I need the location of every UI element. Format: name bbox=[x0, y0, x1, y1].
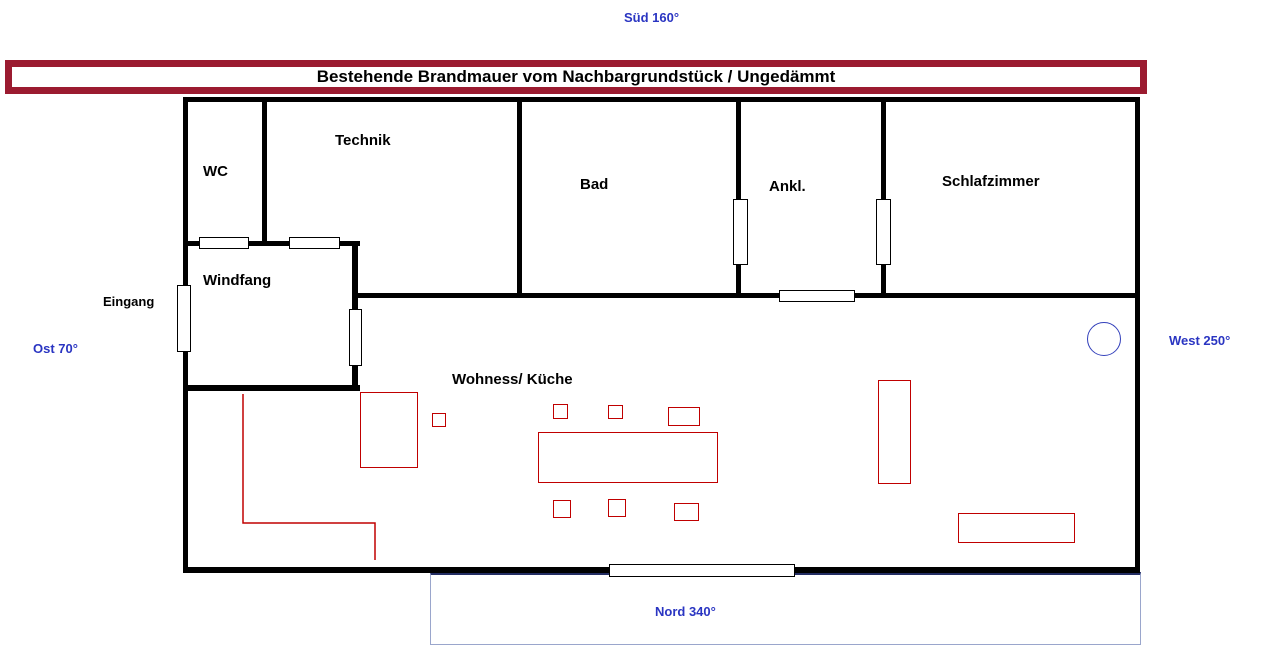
window-windfang-top-left bbox=[199, 237, 249, 249]
furniture-chair-top-3 bbox=[668, 407, 700, 426]
wall-rooms-living-divider bbox=[352, 293, 1140, 298]
door-ankl-schlafzimmer bbox=[876, 199, 891, 265]
wall-windfang-top bbox=[183, 241, 360, 246]
outer-wall-top bbox=[183, 97, 1140, 102]
window-south-wall bbox=[609, 564, 795, 577]
furniture-tall-cabinet bbox=[878, 380, 911, 484]
outer-wall-right bbox=[1135, 97, 1140, 573]
door-bad-ankl bbox=[733, 199, 748, 265]
room-label-bad: Bad bbox=[580, 176, 609, 193]
wall-technik-bad bbox=[517, 97, 522, 298]
compass-west-label: West 250° bbox=[1169, 333, 1231, 348]
room-label-windfang: Windfang bbox=[203, 272, 272, 289]
wall-windfang-bottom bbox=[183, 385, 360, 391]
door-windfang-right bbox=[349, 309, 362, 366]
wall-wc-technik bbox=[262, 97, 267, 246]
room-label-schlafzimmer: Schlafzimmer bbox=[942, 173, 1040, 190]
kitchen-counter-outline bbox=[242, 394, 376, 560]
compass-sued-label: Süd 160° bbox=[624, 10, 680, 25]
compass-nord-label: Nord 340° bbox=[655, 604, 716, 619]
firewall-banner: Bestehende Brandmauer vom Nachbargrundst… bbox=[5, 60, 1147, 94]
furniture-chair-bottom-2 bbox=[608, 499, 626, 517]
window-ankl-bottom bbox=[779, 290, 855, 302]
eingang-label: Eingang bbox=[103, 294, 155, 309]
room-label-wc: WC bbox=[203, 163, 228, 180]
room-label-wohnkueche: Wohness/ Küche bbox=[452, 371, 573, 388]
furniture-kitchen-cabinet bbox=[360, 392, 418, 468]
furniture-chair-bottom-1 bbox=[553, 500, 571, 518]
kitchen-counter-polyline bbox=[242, 394, 376, 560]
furniture-chair-top-2 bbox=[608, 405, 623, 419]
furniture-sideboard bbox=[958, 513, 1075, 543]
furniture-small-square bbox=[432, 413, 446, 427]
wall-ankl-schlafzimmer bbox=[881, 97, 886, 298]
furniture-dining-table bbox=[538, 432, 718, 483]
compass-ost-label: Ost 70° bbox=[33, 341, 78, 356]
wall-bad-ankl bbox=[736, 97, 741, 298]
window-windfang-top-right bbox=[289, 237, 340, 249]
furniture-chair-bottom-3 bbox=[674, 503, 699, 521]
north-annotation-panel bbox=[430, 572, 1141, 645]
room-label-ankl: Ankl. bbox=[769, 178, 806, 195]
firewall-banner-text: Bestehende Brandmauer vom Nachbargrundst… bbox=[316, 67, 836, 86]
door-eingang bbox=[177, 285, 191, 352]
furniture-chair-top-1 bbox=[553, 404, 568, 419]
room-label-technik: Technik bbox=[335, 132, 391, 149]
round-table-outline bbox=[1087, 322, 1121, 356]
